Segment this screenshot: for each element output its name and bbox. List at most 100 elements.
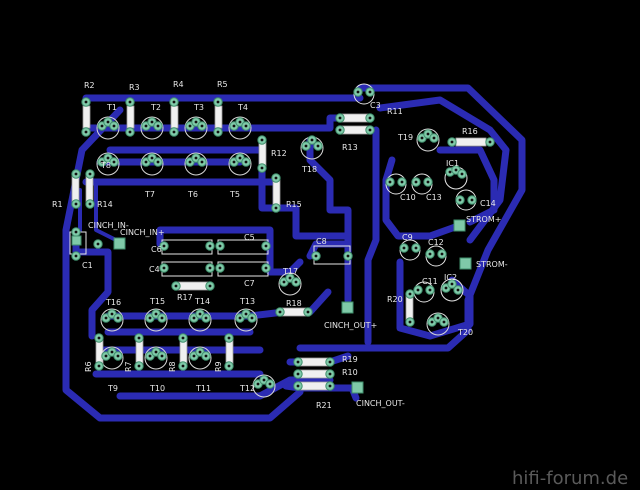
label-strom-minus: STROM- (476, 260, 508, 269)
pad-hole (172, 100, 176, 104)
capacitor-c5 (217, 239, 269, 255)
trace-r14 (94, 182, 118, 242)
pad-hole (104, 354, 108, 358)
resistor-r17 (177, 281, 209, 291)
trace-ic1-right (436, 146, 498, 226)
pad-hole (232, 124, 236, 128)
pad-hole (74, 230, 78, 234)
pad-hole (314, 254, 318, 258)
resistor-r5 (214, 105, 223, 129)
pad-hole (264, 244, 268, 248)
transistor-t16 (100, 308, 124, 332)
pad-hole (181, 336, 185, 340)
pad-hole (238, 156, 242, 160)
resistor-r20 (405, 295, 414, 321)
pad-hole (128, 130, 132, 134)
pad-hole (338, 128, 342, 132)
pad-hole (456, 288, 460, 292)
pad-hole (232, 160, 236, 164)
pad-hole (194, 120, 198, 124)
label-r10: R10 (342, 368, 358, 377)
label-r5: R5 (217, 80, 228, 89)
pad-hole (328, 384, 332, 388)
label-r9: R9 (214, 361, 223, 372)
capacitor-c4 (161, 261, 213, 277)
pad-hole (84, 130, 88, 134)
pad-hole (150, 120, 154, 124)
label-t12: T12 (239, 384, 255, 393)
label-t9: T9 (107, 384, 118, 393)
label-t14: T14 (194, 297, 210, 306)
label-t11: T11 (195, 384, 211, 393)
transistor-t17 (278, 272, 302, 296)
pad-hole (208, 244, 212, 248)
pad-hole (488, 140, 492, 144)
pad-hole (426, 180, 430, 184)
pad-hole (260, 138, 264, 142)
pad-hole (282, 280, 286, 284)
pad-hole (104, 316, 108, 320)
label-t6: T6 (187, 190, 198, 199)
label-r16: R16 (462, 127, 478, 136)
pad-hole (408, 292, 412, 296)
trace-ic-left (382, 156, 462, 240)
pad-hole (116, 354, 120, 358)
resistor-r8 (179, 339, 188, 365)
pad-hole (106, 120, 110, 124)
pad-hole (74, 254, 78, 258)
pad-hole (414, 180, 418, 184)
trace-c4-c7 (156, 226, 304, 276)
pad-hole (416, 288, 420, 292)
pad-hole (150, 156, 154, 160)
pad-hole (432, 136, 436, 140)
pad-hole (172, 130, 176, 134)
pad-hole (444, 286, 448, 290)
pad-hole (148, 354, 152, 358)
label-t5: T5 (229, 190, 240, 199)
cinch-in-minus-pad (71, 235, 82, 246)
pad-hole (448, 170, 452, 174)
pad-hole (436, 316, 440, 320)
pad-hole (198, 350, 202, 354)
pad-hole (274, 206, 278, 210)
label-c8: C8 (316, 237, 327, 246)
pad-hole (116, 316, 120, 320)
label-r15: R15 (286, 200, 302, 209)
pad-hole (216, 130, 220, 134)
transistor-t14 (188, 308, 212, 332)
pad-hole (88, 172, 92, 176)
label-t13: T13 (239, 297, 255, 306)
pad-hole (368, 90, 372, 94)
trace-outer-loop (296, 84, 526, 352)
ic2 (440, 278, 464, 302)
transistor-t19 (416, 128, 440, 152)
pad-hole (450, 282, 454, 286)
resistor-r19 (299, 357, 329, 367)
pad-hole (97, 364, 101, 368)
trace-c8 (306, 240, 352, 260)
label-c3: C3 (370, 101, 381, 110)
pad-hole (260, 166, 264, 170)
pad-hole (408, 320, 412, 324)
pad-hole (304, 144, 308, 148)
label-t3: T3 (193, 103, 204, 112)
trace-left-outer (62, 106, 304, 422)
label-t10: T10 (149, 384, 165, 393)
label-r8: R8 (168, 361, 177, 372)
component-labels: R2 R3 R4 R5 T1 T2 T3 T4 R11 C3 R13 R12 R… (52, 80, 508, 410)
strom-minus-pad (459, 257, 472, 270)
pad-hole (250, 316, 254, 320)
pad-hole (268, 382, 272, 386)
transistor-t1 (96, 116, 120, 140)
pad-hole (100, 124, 104, 128)
label-strom-plus: STROM+ (466, 215, 501, 224)
resistor-r3 (126, 105, 135, 129)
pad-hole (112, 160, 116, 164)
pad-hole (430, 320, 434, 324)
pad-hole (414, 246, 418, 250)
pad-hole (296, 372, 300, 376)
resistor-r14 (85, 175, 94, 203)
copper-traces (62, 84, 526, 422)
trace-t18 (306, 136, 352, 304)
